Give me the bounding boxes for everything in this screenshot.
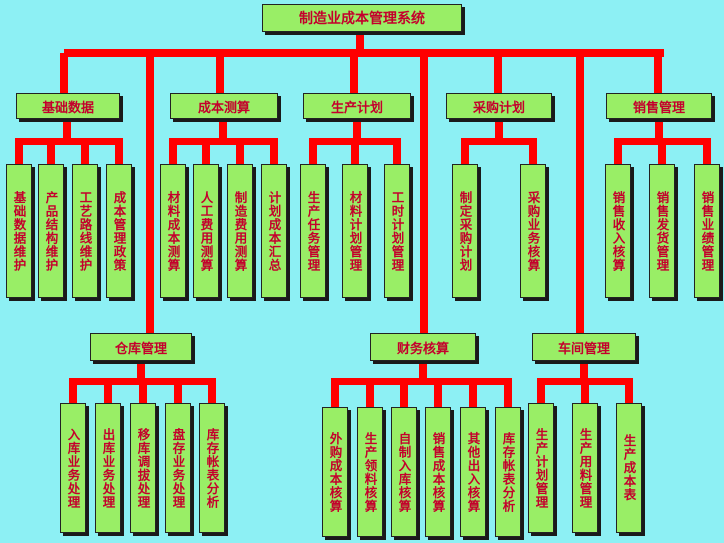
leaf-inbound[interactable]: 入库业务处理	[60, 403, 86, 533]
leaf-sales-delivery[interactable]: 销售发货管理	[649, 164, 675, 298]
leaf-production-task[interactable]: 生产任务管理	[300, 164, 326, 298]
leaf-labor-cost-estimation[interactable]: 人工费用测算	[193, 164, 219, 298]
module-workshop[interactable]: 车间管理	[532, 333, 636, 361]
leaf-inventory-report-finance[interactable]: 库存帐表分析	[495, 407, 521, 537]
leaf-basic-data-maintenance[interactable]: 基础数据维护	[6, 164, 32, 298]
leaf-material-cost-estimation[interactable]: 材料成本测算	[160, 164, 186, 298]
module-cost-estimation[interactable]: 成本测算	[170, 93, 278, 119]
leaf-material-requisition[interactable]: 生产领料核算	[357, 407, 383, 537]
module-warehouse[interactable]: 仓库管理	[90, 333, 192, 361]
leaf-sales-revenue[interactable]: 销售收入核算	[605, 164, 631, 298]
leaf-product-structure[interactable]: 产品结构维护	[38, 164, 64, 298]
leaf-transfer[interactable]: 移库调拔处理	[130, 403, 156, 533]
leaf-sales-cost[interactable]: 销售成本核算	[425, 407, 451, 537]
leaf-stocktaking[interactable]: 盘存业务处理	[165, 403, 191, 533]
module-purchase-plan[interactable]: 采购计划	[446, 93, 552, 119]
module-sales-management[interactable]: 销售管理	[606, 93, 712, 119]
leaf-production-plan-mgmt[interactable]: 生产计划管理	[528, 403, 554, 533]
module-production-plan[interactable]: 生产计划	[303, 93, 411, 119]
module-basic-data[interactable]: 基础数据	[16, 93, 120, 119]
leaf-production-material[interactable]: 生产用料管理	[572, 403, 598, 533]
leaf-self-made-inbound[interactable]: 自制入库核算	[391, 407, 417, 537]
module-financial-accounting[interactable]: 财务核算	[370, 333, 476, 361]
leaf-make-purchase-plan[interactable]: 制定采购计划	[452, 164, 478, 298]
leaf-labor-hour-plan[interactable]: 工时计划管理	[384, 164, 410, 298]
leaf-purchase-accounting[interactable]: 采购业务核算	[520, 164, 546, 298]
leaf-production-cost-table[interactable]: 生产成本表	[616, 403, 642, 533]
leaf-purchased-cost[interactable]: 外购成本核算	[322, 407, 348, 537]
leaf-process-route[interactable]: 工艺路线维护	[72, 164, 98, 298]
leaf-inventory-report-warehouse[interactable]: 库存帐表分析	[199, 403, 225, 533]
leaf-outbound[interactable]: 出库业务处理	[95, 403, 121, 533]
root-node[interactable]: 制造业成本管理系统	[262, 4, 462, 32]
leaf-cost-policy[interactable]: 成本管理政策	[106, 164, 132, 298]
leaf-material-plan[interactable]: 材料计划管理	[342, 164, 368, 298]
leaf-other-in-out[interactable]: 其他出入核算	[460, 407, 486, 537]
leaf-overhead-estimation[interactable]: 制造费用测算	[227, 164, 253, 298]
leaf-planned-cost-summary[interactable]: 计划成本汇总	[261, 164, 287, 298]
leaf-sales-performance[interactable]: 销售业绩管理	[694, 164, 720, 298]
